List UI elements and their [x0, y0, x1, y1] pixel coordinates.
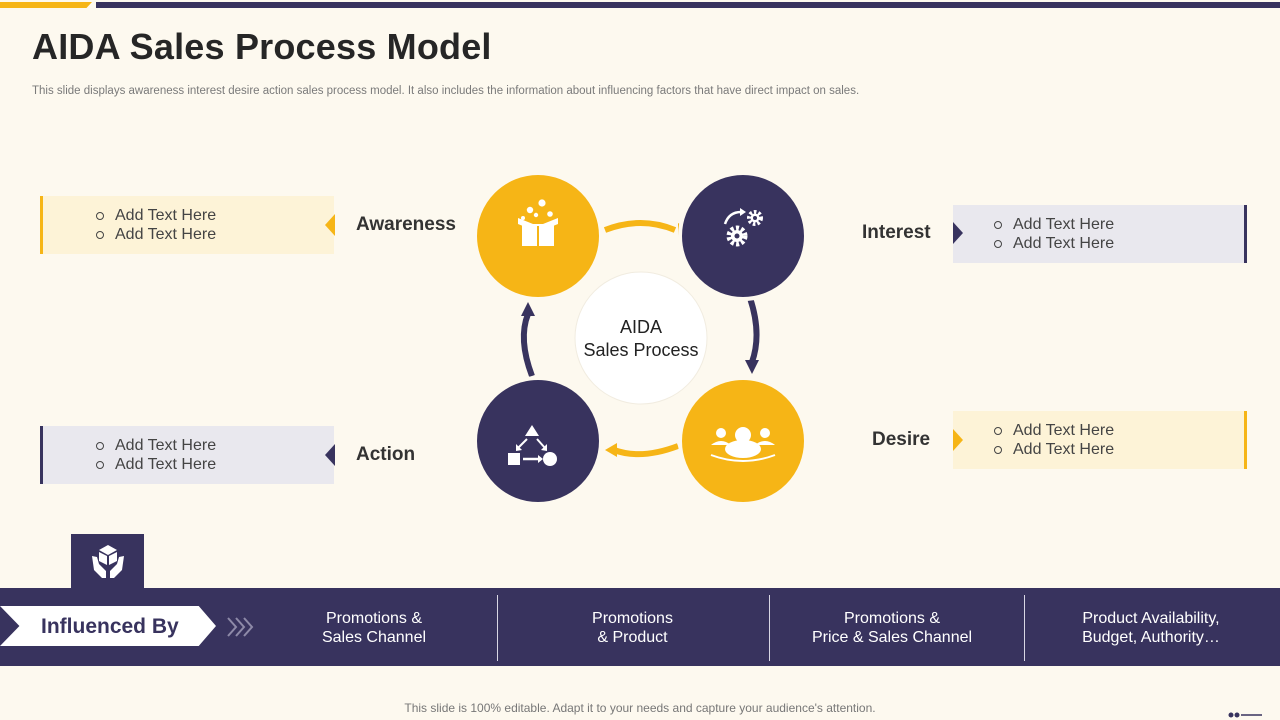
- people-icon: [710, 427, 776, 462]
- factor-line: Price & Sales Channel: [811, 629, 973, 646]
- awareness-bullet: Add Text Here: [95, 225, 334, 244]
- awareness-textbox[interactable]: Add Text Here Add Text Here: [40, 196, 334, 254]
- factor-item: Promotions & Price & Sales Channel: [772, 609, 1012, 647]
- factor-line: Budget, Authority…: [1082, 629, 1220, 646]
- top-accent-navy: [96, 2, 1280, 8]
- action-bullet: Add Text Here: [95, 455, 334, 474]
- factor-line: Product Availability,: [1082, 610, 1220, 627]
- page-subtitle: This slide displays awareness interest d…: [32, 85, 860, 97]
- factor-line: Promotions &: [843, 610, 941, 627]
- double-chevron-icon: [227, 617, 254, 637]
- desire-textbox[interactable]: Add Text Here Add Text Here: [953, 411, 1247, 469]
- aida-cycle-diagram: [473, 171, 808, 506]
- desire-label: Desire: [872, 429, 931, 450]
- top-accent-gold: [0, 2, 92, 8]
- gift-box-icon: [518, 199, 558, 246]
- center-label-line1: AIDA: [619, 317, 662, 337]
- desire-bullet: Add Text Here: [993, 440, 1244, 459]
- factor-item: Product Availability, Budget, Authority…: [1027, 609, 1275, 647]
- footer-note: This slide is 100% editable. Adapt it to…: [404, 701, 876, 715]
- interest-pointer: [953, 222, 963, 244]
- arrow-action-awareness: [521, 302, 535, 316]
- interest-textbox[interactable]: Add Text Here Add Text Here: [953, 205, 1247, 263]
- factor-item: Promotions & Product: [500, 609, 765, 647]
- influenced-by-label: Influenced By: [41, 615, 179, 638]
- action-label: Action: [356, 444, 416, 465]
- page-indicator-icon: [1228, 712, 1262, 718]
- factor-divider: [497, 595, 498, 661]
- arc-awareness-interest: [603, 220, 677, 233]
- center-label-line2: Sales Process: [583, 340, 699, 360]
- hands-box-container: [71, 534, 144, 590]
- factor-line: & Product: [597, 629, 668, 646]
- hands-box-icon: [91, 545, 124, 578]
- factor-divider: [1024, 595, 1025, 661]
- action-bullet: Add Text Here: [95, 436, 334, 455]
- desire-pointer: [953, 429, 963, 451]
- influenced-by-tag: Influenced By: [0, 606, 216, 646]
- center-circle: [574, 271, 708, 405]
- action-pointer: [325, 444, 335, 466]
- factor-line: Promotions &: [325, 610, 423, 627]
- center-label: AIDA Sales Process: [570, 316, 712, 362]
- awareness-pointer: [325, 214, 335, 236]
- arc-desire-action: [612, 443, 680, 458]
- factor-line: Promotions: [592, 610, 673, 627]
- arrow-interest-desire: [745, 360, 759, 374]
- awareness-label: Awareness: [356, 214, 456, 235]
- interest-label: Interest: [862, 222, 931, 243]
- page-title: AIDA Sales Process Model: [32, 26, 492, 67]
- factor-line: Sales Channel: [321, 629, 427, 646]
- interest-bullet: Add Text Here: [993, 234, 1244, 253]
- shapes-flow-icon: [508, 425, 557, 466]
- awareness-bullet: Add Text Here: [95, 206, 334, 225]
- arc-interest-desire: [747, 297, 760, 364]
- arc-action-awareness: [520, 312, 535, 378]
- action-textbox[interactable]: Add Text Here Add Text Here: [40, 426, 334, 484]
- interest-bullet: Add Text Here: [993, 215, 1244, 234]
- gears-icon: [723, 208, 763, 247]
- arrow-desire-action: [605, 443, 617, 457]
- desire-bullet: Add Text Here: [993, 421, 1244, 440]
- factor-divider: [769, 595, 770, 661]
- factor-item: Promotions & Sales Channel: [253, 609, 495, 647]
